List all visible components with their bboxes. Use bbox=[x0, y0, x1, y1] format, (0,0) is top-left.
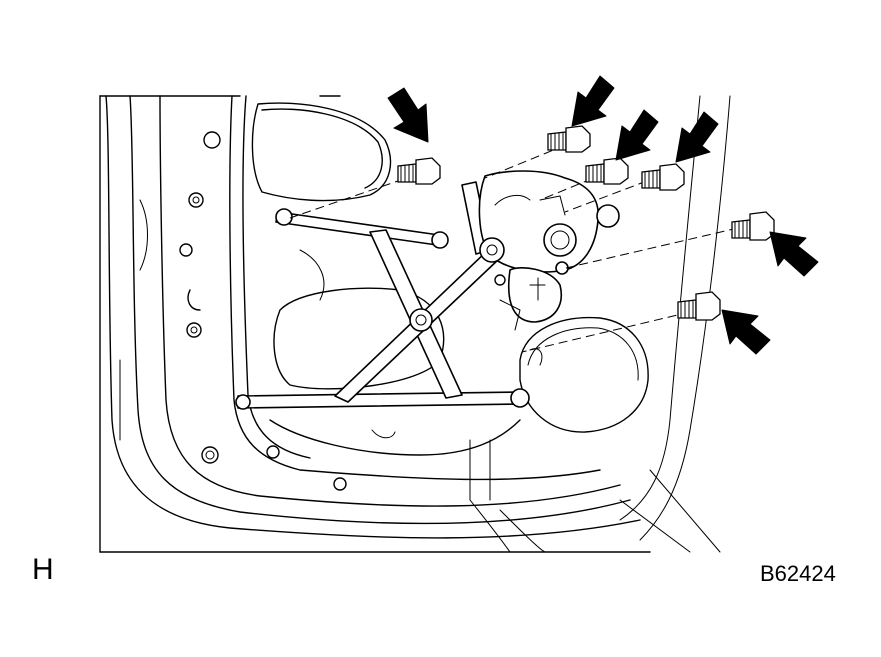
bolt-icon bbox=[585, 157, 629, 185]
bolt-icon bbox=[641, 163, 685, 191]
removal-arrow-icon bbox=[769, 231, 819, 277]
bolt-icon bbox=[731, 211, 775, 241]
removal-arrow-icon bbox=[615, 109, 659, 161]
bolt-icon bbox=[547, 125, 591, 153]
inner-panel bbox=[187, 102, 649, 501]
removal-arrow-icon bbox=[721, 309, 771, 355]
window-regulator bbox=[235, 170, 620, 410]
bolt-icon bbox=[677, 291, 721, 321]
view-letter: H bbox=[32, 553, 54, 586]
bolt-icon bbox=[397, 157, 441, 185]
figure-id: B62424 bbox=[760, 561, 836, 586]
removal-arrow-icon bbox=[387, 87, 429, 143]
door-frame bbox=[99, 95, 731, 553]
arrows bbox=[387, 75, 819, 355]
removal-arrow-icon bbox=[675, 111, 719, 163]
bolts bbox=[397, 125, 775, 321]
panel-holes bbox=[179, 131, 506, 491]
removal-arrow-icon bbox=[571, 75, 615, 127]
